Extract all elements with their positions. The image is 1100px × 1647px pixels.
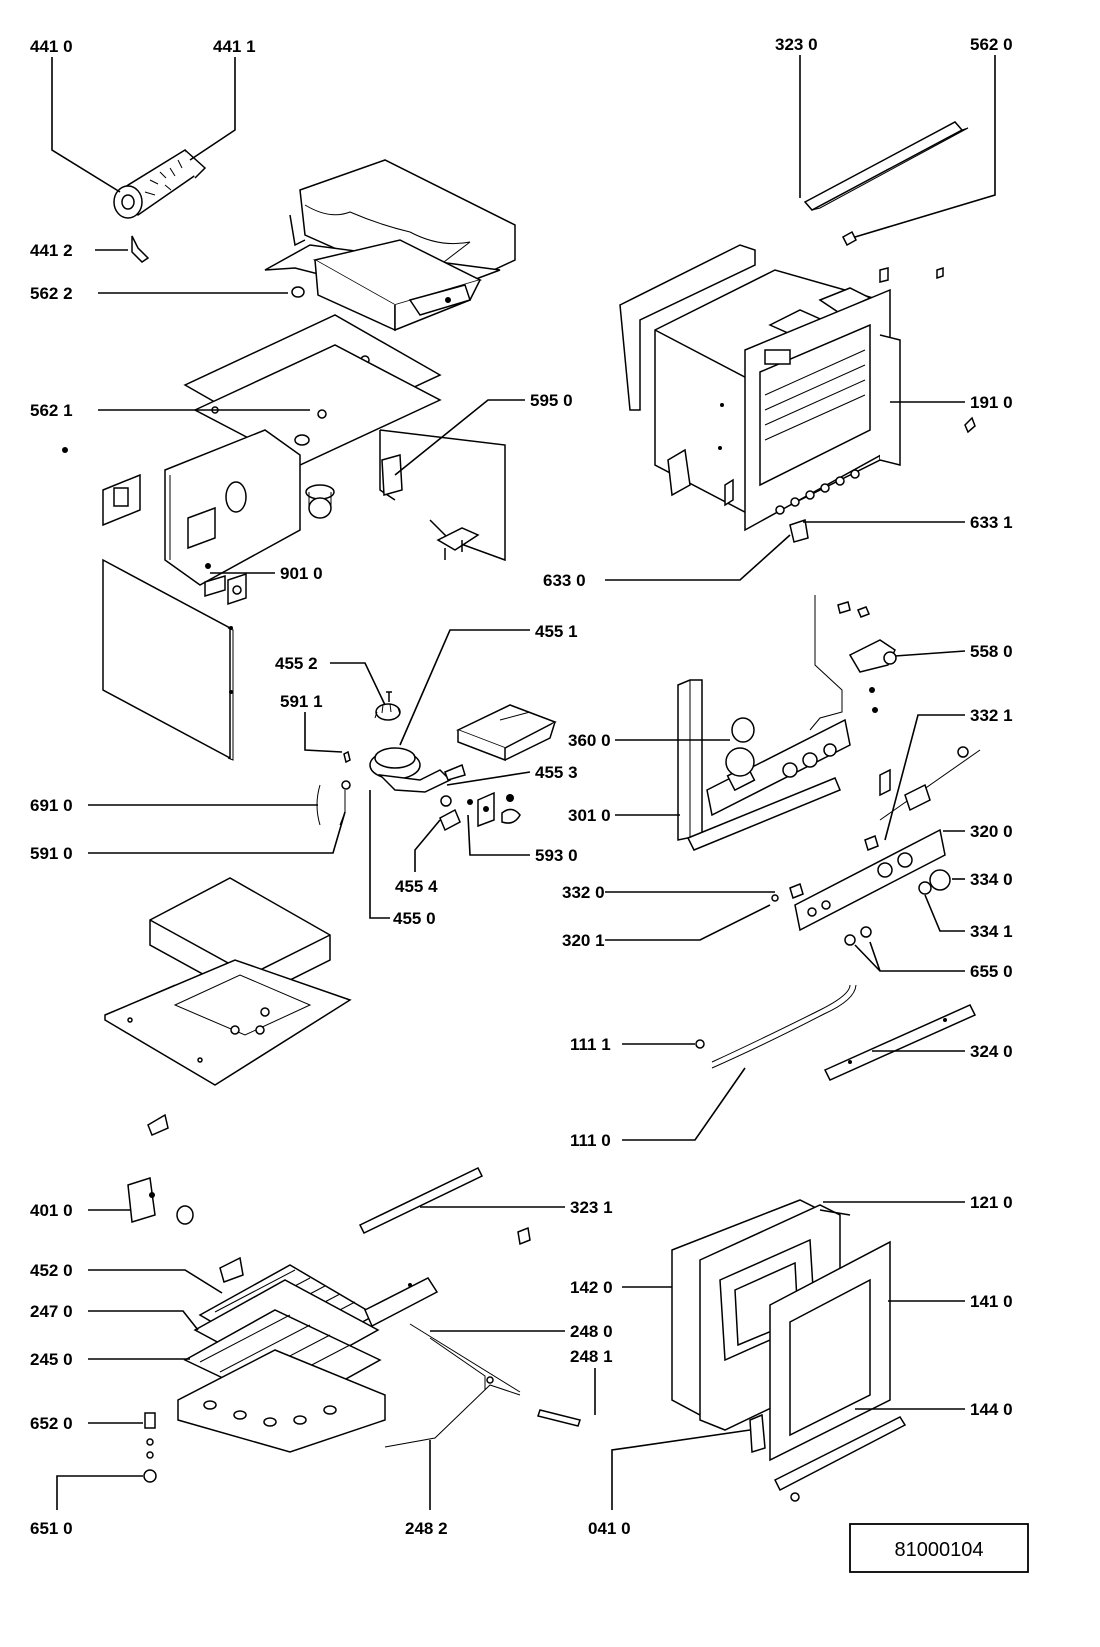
label-323-1: 323 1 — [570, 1198, 613, 1217]
label-441-0: 441 0 — [30, 37, 73, 56]
small-screws — [143, 1412, 157, 1483]
bottom-tray — [104, 877, 352, 1136]
label-455-0: 455 0 — [393, 909, 436, 928]
rotisserie-roller — [113, 148, 207, 263]
label-111-1: 111 1 — [570, 1035, 611, 1054]
control-knobs — [771, 869, 951, 946]
air-duct — [291, 239, 483, 332]
label-455-1: 455 1 — [535, 622, 578, 641]
outer-side-panel — [102, 558, 234, 761]
label-248-0: 248 0 — [570, 1322, 613, 1341]
label-323-0: 323 0 — [775, 35, 818, 54]
label-901-0: 901 0 — [280, 564, 323, 583]
label-633-1: 633 1 — [970, 513, 1013, 532]
label-441-1: 441 1 — [213, 37, 256, 56]
label-633-0: 633 0 — [543, 571, 586, 590]
label-111-0: 111 0 — [570, 1131, 611, 1150]
label-452-0: 452 0 — [30, 1261, 73, 1280]
side-runner — [823, 1004, 977, 1081]
top-rail — [803, 121, 969, 211]
label-591-0: 591 0 — [30, 844, 73, 863]
small-socket — [62, 447, 141, 527]
label-360-0: 360 0 — [568, 731, 611, 750]
label-595-0: 595 0 — [530, 391, 573, 410]
oven-cavity — [619, 244, 901, 532]
label-651-0: 651 0 — [30, 1519, 73, 1538]
burner-assembly — [369, 691, 452, 793]
label-562-2: 562 2 — [30, 284, 73, 303]
label-558-0: 558 0 — [970, 642, 1013, 661]
label-248-1: 248 1 — [570, 1347, 613, 1366]
label-652-0: 652 0 — [30, 1414, 73, 1433]
label-455-2: 455 2 — [275, 654, 318, 673]
label-320-1: 320 1 — [562, 931, 605, 950]
spit-rod — [384, 1323, 581, 1448]
grill-motor — [127, 1177, 194, 1225]
label-593-0: 593 0 — [535, 846, 578, 865]
label-191-0: 191 0 — [970, 393, 1013, 412]
label-691-0: 691 0 — [30, 796, 73, 815]
lower-rail — [358, 1167, 531, 1246]
label-455-4: 455 4 — [395, 877, 438, 896]
label-455-3: 455 3 — [535, 763, 578, 782]
label-142-0: 142 0 — [570, 1278, 613, 1297]
gas-fittings — [439, 763, 521, 832]
label-301-0: 301 0 — [568, 806, 611, 825]
label-334-1: 334 1 — [970, 922, 1013, 941]
label-121-0: 121 0 — [970, 1193, 1013, 1212]
leader-lines — [51, 55, 996, 1510]
label-247-0: 247 0 — [30, 1302, 73, 1321]
thermostat-wiring — [809, 595, 897, 731]
label-248-2: 248 2 — [405, 1519, 448, 1538]
label-655-0: 655 0 — [970, 962, 1013, 981]
lamp-holder — [305, 484, 335, 519]
label-332-1: 332 1 — [970, 706, 1013, 725]
control-panel — [677, 679, 851, 851]
label-591-1: 591 1 — [280, 692, 323, 711]
ground-clip — [204, 572, 247, 606]
label-245-0: 245 0 — [30, 1350, 73, 1369]
label-441-2: 441 2 — [30, 241, 73, 260]
oven-racks — [177, 1256, 439, 1453]
inner-side-panel — [164, 429, 301, 586]
reference-box — [849, 1523, 1029, 1573]
label-562-0: 562 0 — [970, 35, 1013, 54]
burner-cover — [456, 704, 557, 762]
mounting-clip — [842, 230, 976, 434]
part-labels: 441 0 441 1 441 2 562 2 562 1 595 0 901 … — [30, 35, 1013, 1538]
oven-door — [671, 1199, 907, 1502]
label-041-0: 041 0 — [588, 1519, 631, 1538]
gas-pipe — [695, 984, 857, 1069]
timer-clock — [731, 717, 755, 743]
label-320-0: 320 0 — [970, 822, 1013, 841]
label-141-0: 141 0 — [970, 1292, 1013, 1311]
label-144-0: 144 0 — [970, 1400, 1013, 1419]
front-fascia — [789, 746, 981, 932]
label-324-0: 324 0 — [970, 1042, 1013, 1061]
label-401-0: 401 0 — [30, 1201, 73, 1220]
label-562-1: 562 1 — [30, 401, 73, 420]
reference-number: 81000104 — [895, 1539, 984, 1561]
side-bracket — [379, 429, 506, 562]
lower-bracket — [789, 519, 809, 543]
label-332-0: 332 0 — [562, 883, 605, 902]
label-334-0: 334 0 — [970, 870, 1013, 889]
